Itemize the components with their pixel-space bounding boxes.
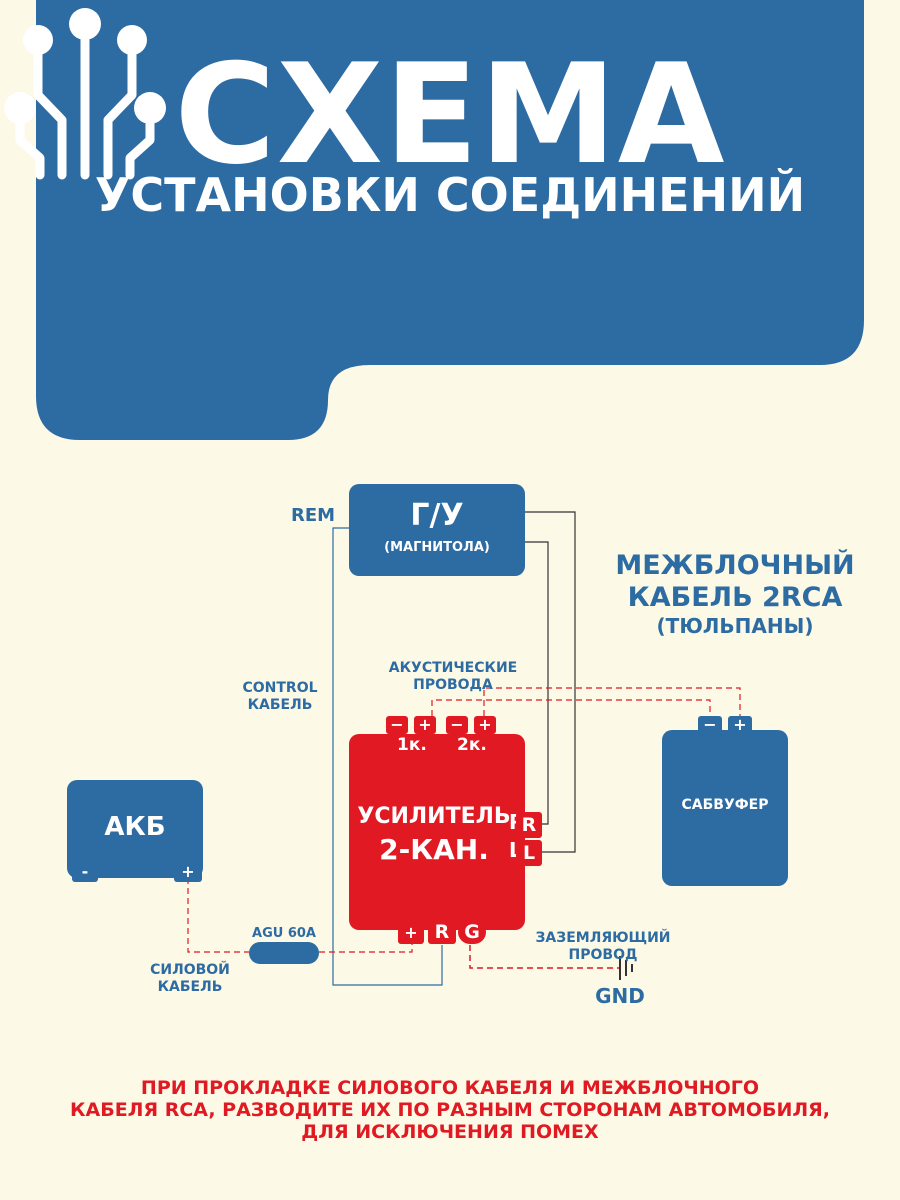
amp-type: 2-КАН.	[379, 833, 489, 866]
power-cable-line-2	[319, 940, 413, 953]
amp-ch1-plus-terminal: +	[414, 716, 436, 734]
ground-wire-label: ЗАЗЕМЛЯЮЩИЙ ПРОВОД	[535, 930, 671, 963]
control-cable-line	[332, 527, 443, 986]
circuit-icon	[4, 8, 166, 180]
amp-input-l-tab: L	[516, 840, 542, 866]
fuse-label: AGU 60A	[252, 926, 316, 941]
interblock-line2: КАБЕЛЬ 2RCA	[627, 582, 843, 613]
subwoofer-box: САБВУФЕР	[662, 730, 788, 886]
amp-channel-1-label: 1к.	[397, 735, 427, 755]
control-cable-label: CONTROL КАБЕЛЬ	[242, 680, 318, 713]
amp-remote-terminal: R	[428, 920, 456, 944]
warning-line-2: КАБЕЛЯ RCA, РАЗВОДИТЕ ИХ ПО РАЗНЫМ СТОРО…	[69, 1099, 831, 1121]
acoustic-wires-label: АКУСТИЧЕСКИЕ ПРОВОДА	[388, 660, 518, 693]
speaker-wire-minus	[431, 699, 711, 726]
ground-symbol-icon	[619, 956, 633, 980]
rem-label: REM	[290, 505, 336, 526]
warning-note: ПРИ ПРОКЛАДКЕ СИЛОВОГО КАБЕЛЯ И МЕЖБЛОЧН…	[40, 1077, 860, 1143]
interblock-line3: (ТЮЛЬПАНЫ)	[656, 614, 814, 638]
interblock-cable-label: МЕЖБЛОЧНЫЙ КАБЕЛЬ 2RCA (ТЮЛЬПАНЫ)	[600, 550, 870, 638]
head-unit-box: Г/У (МАГНИТОЛА)	[349, 484, 525, 576]
subwoofer-title: САБВУФЕР	[681, 797, 769, 813]
amp-ch1-minus-terminal: −	[386, 716, 408, 734]
warning-line-3: ДЛЯ ИСКЛЮЧЕНИЯ ПОМЕХ	[301, 1121, 599, 1143]
head-unit-title: Г/У	[410, 498, 464, 533]
amp-ground-terminal: G	[458, 920, 486, 944]
ground-wire-line	[469, 945, 620, 969]
warning-line-1: ПРИ ПРОКЛАДКЕ СИЛОВОГО КАБЕЛЯ И МЕЖБЛОЧН…	[140, 1077, 760, 1099]
fuse-icon	[249, 942, 319, 964]
amp-channel-2-label: 2к.	[457, 735, 487, 755]
power-cable-line	[187, 878, 249, 953]
battery-plus-terminal: +	[174, 862, 202, 882]
banner-shape	[36, 0, 864, 440]
sub-plus-terminal: +	[728, 716, 752, 734]
amp-input-r-tab: R	[516, 812, 542, 838]
page-title: СХЕМА	[174, 34, 726, 195]
rca-cable-left	[520, 511, 576, 853]
amplifier-box: 1к. 2к. УСИЛИТЕЛЬ 2-КАН. R L	[349, 734, 525, 930]
battery-title: АКБ	[104, 812, 166, 842]
battery-minus-terminal: -	[72, 862, 98, 882]
amp-title: УСИЛИТЕЛЬ	[357, 804, 511, 829]
interblock-line1: МЕЖБЛОЧНЫЙ	[615, 550, 855, 581]
head-unit-subtitle: (МАГНИТОЛА)	[384, 540, 490, 555]
amp-ch2-plus-terminal: +	[474, 716, 496, 734]
header-banner: СХЕМА УСТАНОВКИ СОЕДИНЕНИЙ	[0, 0, 900, 460]
gnd-label: GND	[595, 984, 645, 1008]
amp-ch2-minus-terminal: −	[446, 716, 468, 734]
page-subtitle: УСТАНОВКИ СОЕДИНЕНИЙ	[94, 168, 806, 222]
amp-power-plus-terminal: +	[398, 922, 424, 944]
battery-box: АКБ	[67, 780, 203, 878]
speaker-wire-plus	[483, 687, 741, 726]
power-cable-label: СИЛОВОЙ КАБЕЛЬ	[150, 962, 230, 995]
sub-minus-terminal: −	[698, 716, 722, 734]
